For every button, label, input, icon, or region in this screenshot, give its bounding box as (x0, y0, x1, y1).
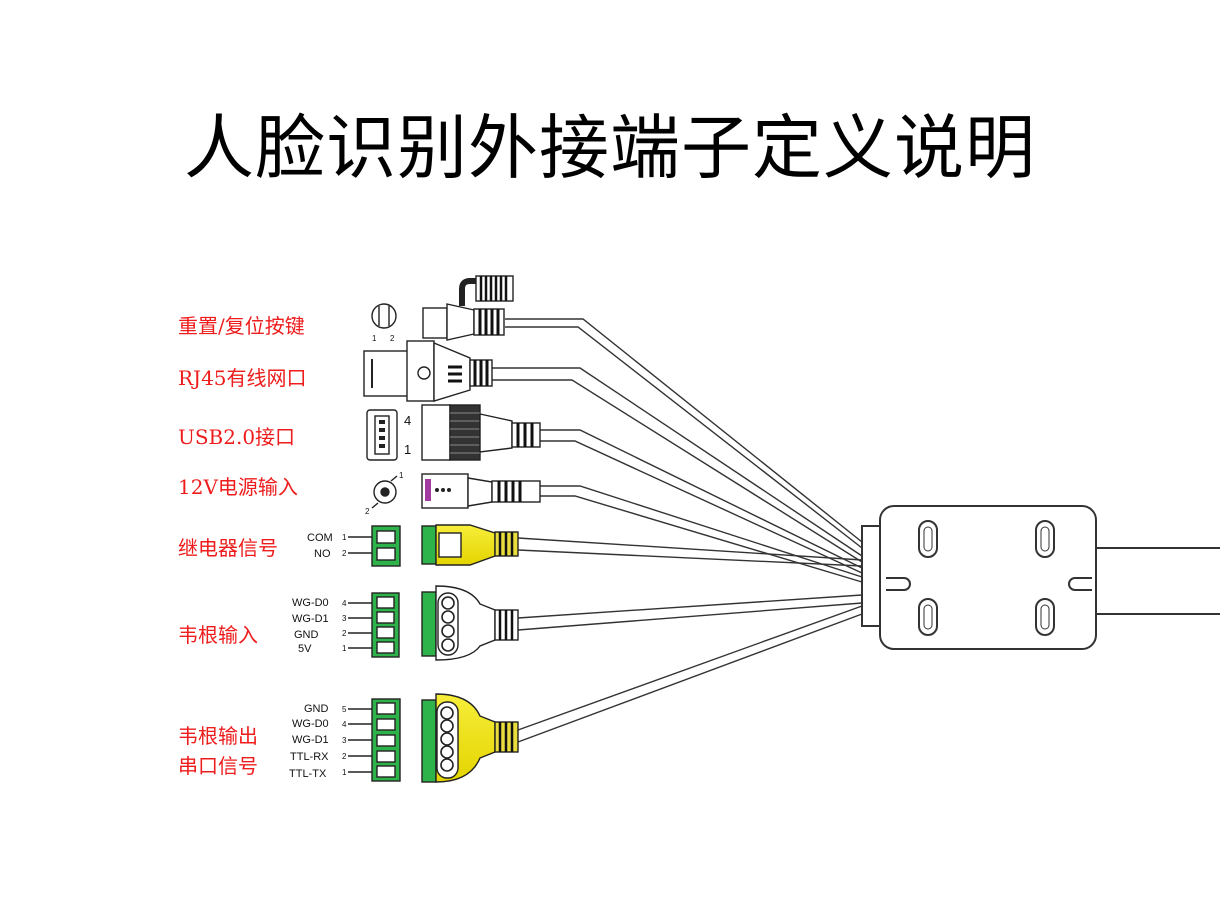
wg-in-pin-no-4: 4 (342, 599, 347, 608)
wg-out-pin-no-1: 1 (342, 768, 347, 777)
label-relay-signal: 继电器信号 (178, 536, 278, 560)
relay-pin-no-2: 2 (342, 549, 347, 558)
relay-pin-no-1: 1 (342, 533, 347, 542)
relay-pin-name-com: COM (307, 532, 333, 544)
wg-out-pin-no-4: 4 (342, 720, 347, 729)
cable-wiegand-out (517, 605, 863, 731)
reset-pin-1: 1 (372, 334, 377, 343)
usb-pin-1: 1 (404, 442, 411, 457)
wg-in-pin-no-2: 2 (342, 629, 347, 638)
cable-rj45 (492, 367, 863, 557)
wiegand-output-terminal: GND WG-D0 WG-D1 TTL-RX TTL-TX 5 4 3 2 1 (289, 693, 519, 783)
usb-connector: 4 1 (366, 404, 541, 461)
cable-usb (540, 440, 863, 574)
cable-rj45 (492, 379, 863, 563)
label-wiegand-input: 韦根输入 (178, 623, 258, 647)
device-body (861, 505, 1220, 650)
wg-out-pin-no-3: 3 (342, 736, 347, 745)
label-rj45-port: RJ45有线网口 (178, 366, 307, 390)
power-pin-2: 2 (365, 507, 370, 516)
wg-out-pin-name-ttl-rx: TTL-RX (290, 751, 329, 763)
relay-pin-name-no: NO (314, 548, 331, 560)
wg-in-pin-name-wg-d0: WG-D0 (292, 597, 329, 609)
wg-in-pin-no-3: 3 (342, 614, 347, 623)
cable-bundle (492, 318, 863, 743)
wg-out-pin-name-gnd: GND (304, 703, 329, 715)
wg-in-pin-name-5v: 5V (298, 643, 312, 655)
label-reset-button: 重置/复位按键 (178, 314, 305, 338)
cable-wiegand-in (517, 602, 863, 631)
cable-wiegand-out (517, 613, 863, 743)
wg-out-pin-no-5: 5 (342, 705, 347, 714)
power-connector: 1 2 (365, 471, 541, 516)
label-power-input: 12V电源输入 (178, 475, 298, 499)
reset-pin-2: 2 (390, 334, 395, 343)
cable-reset (505, 326, 863, 549)
label-usb-port: USB2.0接口 (178, 425, 296, 449)
power-pin-1: 1 (399, 471, 404, 480)
wg-out-pin-name-wg-d1: WG-D1 (292, 734, 329, 746)
wg-out-pin-no-2: 2 (342, 752, 347, 761)
cable-power (540, 495, 863, 583)
cable-usb (540, 429, 863, 569)
label-wiegand-output: 韦根输出 (178, 724, 258, 748)
wg-in-pin-no-1: 1 (342, 644, 347, 653)
relay-terminal: COM NO 1 2 (307, 524, 519, 567)
label-serial-signal: 串口信号 (178, 754, 258, 778)
wg-in-pin-name-wg-d1: WG-D1 (292, 613, 329, 625)
cable-wiegand-in (517, 594, 863, 619)
wg-out-pin-name-wg-d0: WG-D0 (292, 718, 329, 730)
wg-out-pin-name-ttl-tx: TTL-TX (289, 768, 327, 780)
cable-relay (517, 549, 863, 567)
usb-pin-4: 4 (404, 413, 411, 428)
reset-button-connector: 1 2 (371, 275, 514, 343)
rj45-connector (363, 340, 493, 402)
cable-power (540, 485, 863, 578)
cable-reset (505, 318, 863, 543)
wiegand-input-terminal: WG-D0 WG-D1 GND 5V 4 3 2 1 (292, 585, 519, 661)
page-title: 人脸识别外接端子定义说明 (184, 107, 1036, 189)
cable-relay (517, 537, 863, 561)
wg-in-pin-name-gnd: GND (294, 629, 319, 641)
